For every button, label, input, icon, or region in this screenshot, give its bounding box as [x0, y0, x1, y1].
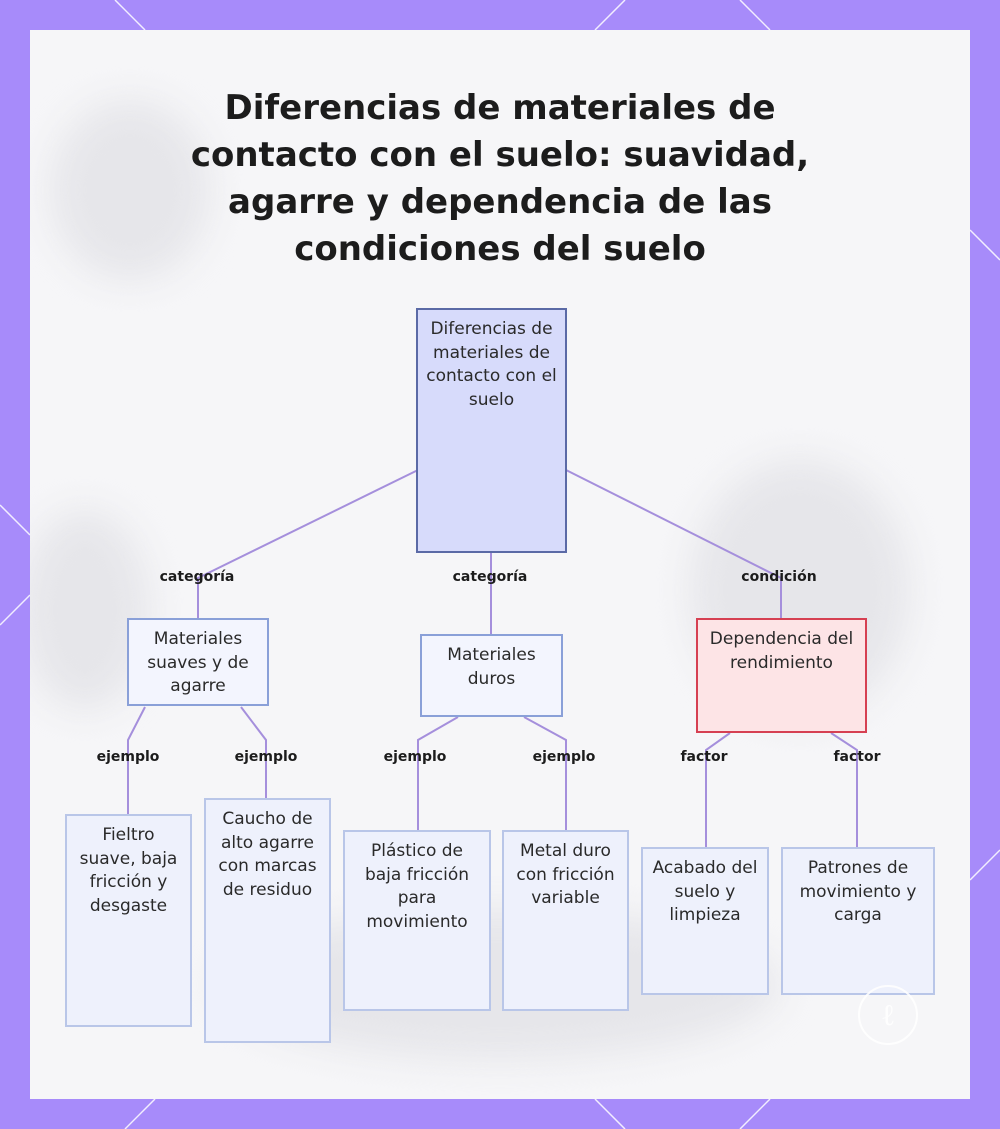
- edge-label-root-hard: categoría: [452, 569, 528, 585]
- background-blur: [50, 100, 210, 280]
- node-hard-materials: Materiales duros: [420, 634, 563, 717]
- node-root: Diferencias de materiales de contacto co…: [416, 308, 567, 553]
- node-soft-materials: Materiales suaves y de agarre: [127, 618, 269, 706]
- node-felt: Fieltro suave, baja fricción y desgaste: [65, 814, 192, 1027]
- node-movement-patterns: Patrones de movimiento y carga: [781, 847, 935, 995]
- edge-soft-felt: [127, 706, 146, 814]
- diagram-edges: [127, 469, 858, 847]
- edge-hard-plastic: [417, 716, 459, 830]
- edge-root-dependence: [565, 469, 782, 618]
- node-metal: Metal duro con fricción variable: [502, 830, 629, 1011]
- edge-label-root-dependence: condición: [741, 569, 817, 585]
- edge-label-hard-metal: ejemplo: [532, 749, 596, 765]
- page-title: Diferencias de materiales de contacto co…: [190, 88, 810, 269]
- edge-label-root-soft: categoría: [159, 569, 235, 585]
- edge-label-dep-finish: factor: [680, 749, 728, 765]
- node-floor-finish: Acabado del suelo y limpieza: [641, 847, 769, 995]
- edge-label-dep-patterns: factor: [833, 749, 881, 765]
- edge-root-soft: [197, 469, 419, 618]
- edge-hard-metal: [523, 716, 567, 830]
- edge-label-soft-felt: ejemplo: [96, 749, 160, 765]
- node-rubber: Caucho de alto agarre con marcas de resi…: [204, 798, 331, 1043]
- node-plastic: Plástico de baja fricción para movimient…: [343, 830, 491, 1011]
- edge-label-hard-plastic: ejemplo: [383, 749, 447, 765]
- edge-dep-finish: [705, 732, 731, 847]
- edge-label-soft-rubber: ejemplo: [234, 749, 298, 765]
- diagram-card: Diferencias de materiales de contacto co…: [30, 30, 970, 1099]
- edge-dep-patterns: [830, 732, 858, 847]
- edge-soft-rubber: [240, 706, 267, 798]
- logo-seal-icon: ℓ: [858, 985, 918, 1045]
- node-performance-dependence: Dependencia del rendimiento: [696, 618, 867, 733]
